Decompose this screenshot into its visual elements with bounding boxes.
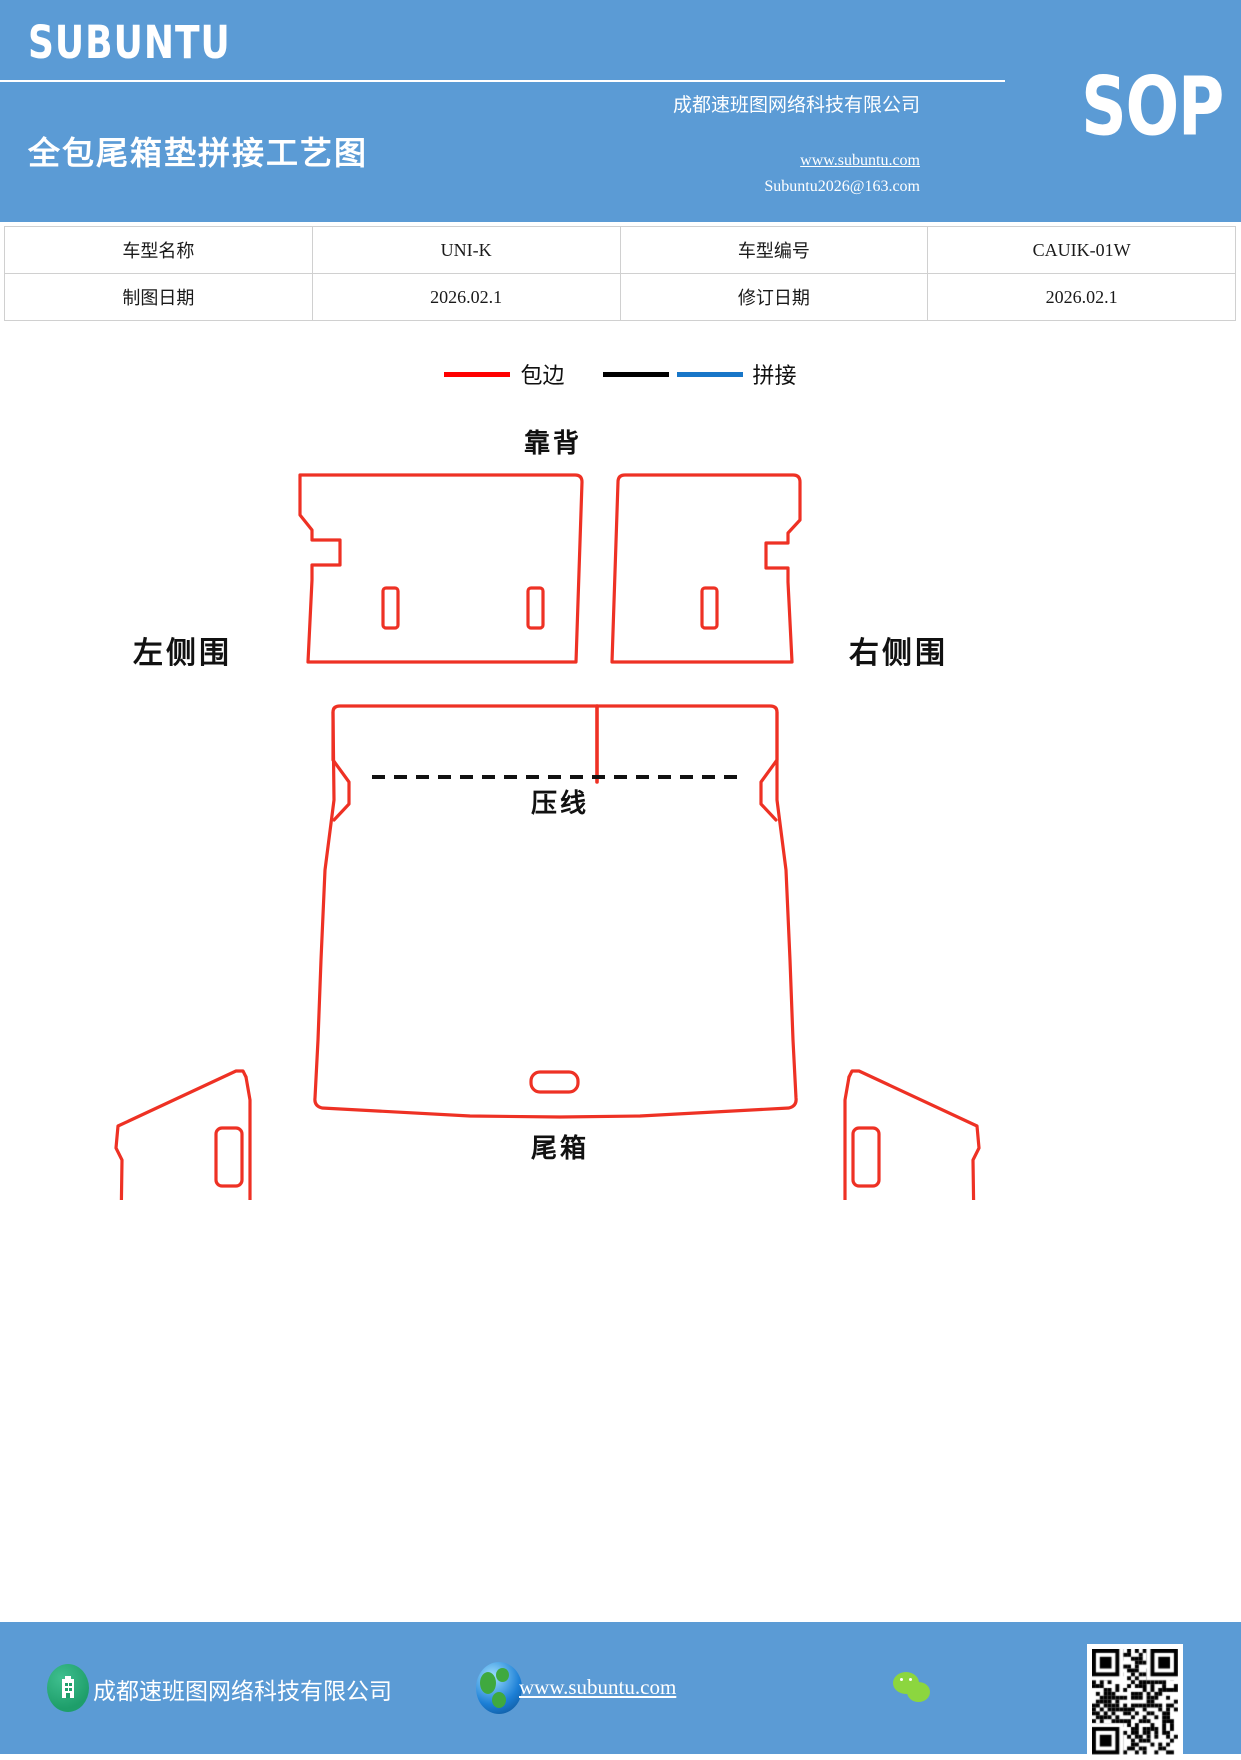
right-side-panel-outline [847,1069,981,1200]
globe-icon [476,1662,522,1714]
qr-code [1087,1644,1183,1760]
legend-swatch-seam-black [602,371,669,377]
legend-label-binding: 包边 [520,363,565,388]
label-draw-date: 制图日期 [4,273,313,321]
value-revision-date: 2026.02.1 [927,273,1236,321]
backrest-right-slot-1 [700,586,719,630]
backrest-left-slot-1 [381,586,400,630]
header-company-name: 成都速班图网络科技有限公司 [672,95,920,116]
backrest-left-outline [298,473,584,664]
table-row: 车型名称 UNI-K 车型编号 CAUIK-01W [4,226,1236,274]
label-model-name: 车型名称 [4,226,313,274]
label-left-side: 左侧围 [133,637,232,670]
trunk-mat-outline [313,704,798,1119]
legend-label-seam: 拼接 [752,363,797,388]
wechat-icon [893,1672,941,1708]
left-side-slot-large [214,1126,244,1188]
legend: 包边 拼接 [0,358,1241,390]
vehicle-info-table: 车型名称 UNI-K 车型编号 CAUIK-01W 制图日期 2026.02.1… [4,226,1236,321]
footer-website-link[interactable]: www.subuntu.com [519,1675,677,1699]
header-email: Subuntu2026@163.com [764,178,920,195]
legend-swatch-binding [444,371,511,377]
page-footer: 成都速班图网络科技有限公司 www.subuntu.com [0,1622,1241,1760]
brand-logo: SUBUNTU [28,18,231,70]
drawing-svg [114,473,981,1200]
table-row: 制图日期 2026.02.1 修订日期 2026.02.1 [4,273,1236,321]
right-side-panel-left-edge [843,1075,851,1200]
technical-drawing [0,400,1241,1200]
header-website-link[interactable]: www.subuntu.com [800,152,920,169]
label-model-code: 车型编号 [619,226,929,274]
right-side-slot-large [851,1126,881,1188]
left-side-panel-right-edge [244,1075,252,1200]
backrest-right-outline [610,473,802,664]
page-header: SUBUNTU 成都速班图网络科技有限公司 全包尾箱垫拼接工艺图 SOP www… [0,0,1241,222]
label-crease-line: 压线 [531,789,590,818]
value-draw-date: 2026.02.1 [311,273,621,321]
footer-company-name: 成都速班图网络科技有限公司 [93,1679,392,1704]
value-model-code: CAUIK-01W [927,226,1236,274]
label-backrest: 靠背 [524,429,583,458]
label-right-side: 右侧围 [849,637,948,670]
trunk-left-notch [331,710,351,822]
page-title: 全包尾箱垫拼接工艺图 [28,135,369,171]
label-revision-date: 修订日期 [619,273,929,321]
left-side-panel-outline [114,1069,248,1200]
value-model-name: UNI-K [311,226,621,274]
building-icon [47,1664,89,1712]
label-trunk: 尾箱 [531,1134,590,1163]
legend-swatch-seam-blue [676,371,743,377]
trunk-bottom-slot [529,1070,580,1094]
sop-badge: SOP [1081,60,1224,155]
backrest-left-slot-2 [526,586,545,630]
header-divider [0,80,1005,82]
trunk-right-notch [759,710,779,822]
